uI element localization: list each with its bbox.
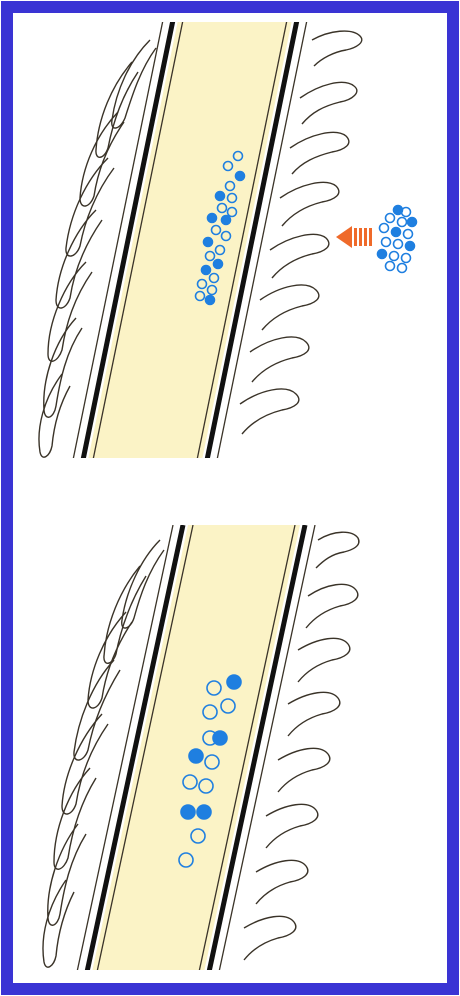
hair-diagram: [0, 0, 460, 996]
diagram-canvas: [0, 0, 460, 996]
